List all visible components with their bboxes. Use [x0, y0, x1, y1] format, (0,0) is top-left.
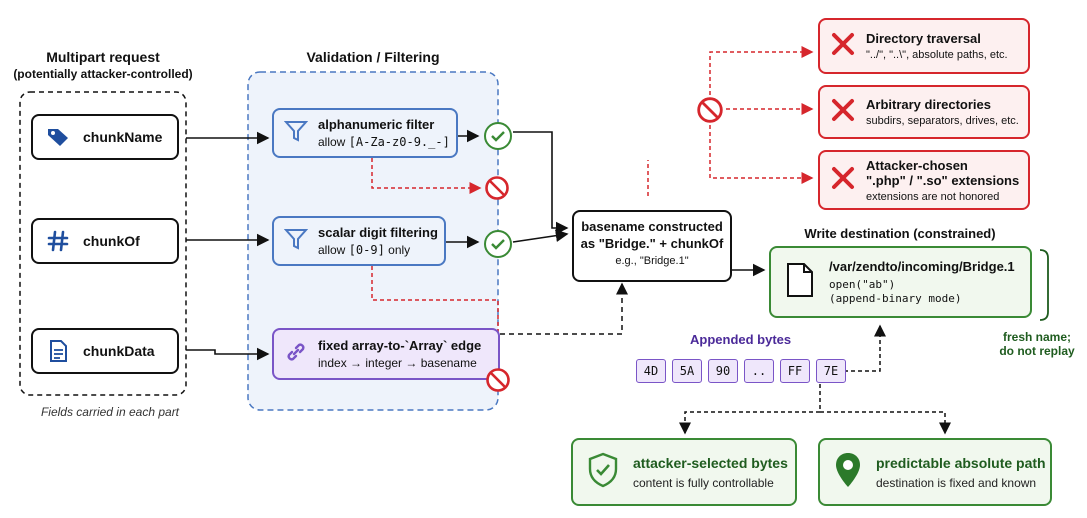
field-chunkdata: chunkData	[31, 328, 179, 374]
shield-check-icon	[587, 452, 619, 493]
map-pin-icon	[834, 451, 862, 494]
edge-title: fixed array-to-`Array` edge	[318, 338, 482, 353]
field-label: chunkName	[83, 129, 163, 145]
blocked-title: Arbitrary directories	[866, 97, 991, 112]
funnel-icon	[283, 227, 309, 256]
byte-cell: FF	[780, 359, 810, 383]
check-icon	[484, 230, 512, 258]
blocked-desc: subdirs, separators, drives, etc.	[866, 115, 1019, 127]
filter-desc-code: [0-9]	[348, 243, 385, 257]
filter-title: scalar digit filtering	[318, 225, 438, 240]
byte-cell: 5A	[672, 359, 702, 383]
filter-desc-code: [A-Za-z0-9._-]	[348, 135, 450, 149]
blocked-title-line1: Attacker-chosen	[866, 157, 968, 173]
check-icon	[484, 122, 512, 150]
bytes-label: Appended bytes	[690, 332, 792, 347]
field-chunkof: chunkOf	[31, 218, 179, 264]
digit-filter: scalar digit filtering allow [0-9] only	[272, 216, 446, 266]
destination-title: Write destination (constrained)	[804, 226, 996, 241]
array-edge-box: fixed array-to-`Array` edge index → inte…	[272, 328, 500, 380]
filter-title: alphanumeric filter	[318, 117, 435, 132]
destination-open: open("ab")	[829, 278, 896, 291]
basename-line2: as "Bridge." + chunkOf	[580, 236, 724, 251]
destination-mode: (append-binary mode)	[829, 292, 962, 305]
blocked-directory-traversal: Directory traversal "../", "..\", absolu…	[818, 18, 1030, 74]
blocked-icon	[697, 97, 723, 123]
request-subtitle: (potentially attacker-controlled)	[13, 67, 193, 81]
destination-path: /var/zendto/incoming/Bridge.1	[829, 259, 1015, 274]
blocked-arbitrary-directories: Arbitrary directories subdirs, separator…	[818, 85, 1030, 139]
hash-icon	[45, 228, 71, 254]
blocked-desc: "../", "..\", absolute paths, etc.	[866, 49, 1008, 61]
blocked-icon	[486, 368, 510, 392]
byte-cell: ..	[744, 359, 774, 383]
bytes-row: 4D 5A 90 .. FF 7E	[636, 359, 846, 383]
outcome-title: predictable absolute path	[876, 454, 1046, 471]
document-icon	[45, 338, 71, 364]
request-caption: Fields carried in each part	[40, 405, 180, 419]
destination-note: fresh name; do not replay	[990, 330, 1084, 358]
outcome-title: attacker-selected bytes	[633, 454, 788, 471]
blocked-extensions: Attacker-chosen ".php" / ".so" extension…	[818, 150, 1030, 210]
filter-desc-prefix: allow	[318, 243, 349, 257]
basename-example: e.g., "Bridge.1"	[615, 255, 689, 267]
note-line2: do not replay	[999, 344, 1075, 358]
blocked-title-line2: ".php" / ".so" extensions	[866, 172, 1020, 188]
funnel-icon	[283, 119, 309, 148]
request-title: Multipart request	[46, 49, 160, 65]
outcome-desc: destination is fixed and known	[876, 475, 1037, 490]
outcome-attacker-bytes: attacker-selected bytes content is fully…	[571, 438, 797, 506]
edge-desc: index → integer → basename	[318, 356, 477, 370]
outcome-desc: content is fully controllable	[633, 475, 774, 490]
field-chunkname: chunkName	[31, 114, 179, 160]
blocked-icon	[485, 176, 509, 200]
field-label: chunkData	[83, 343, 155, 359]
link-icon	[284, 340, 308, 369]
byte-cell: 7E	[816, 359, 846, 383]
alphanumeric-filter: alphanumeric filter allow [A-Za-z0-9._-]	[272, 108, 458, 158]
byte-cell: 90	[708, 359, 738, 383]
tag-icon	[45, 124, 71, 150]
note-line1: fresh name;	[1002, 330, 1072, 344]
outcome-predictable-path: predictable absolute path destination is…	[818, 438, 1052, 506]
filter-desc-suffix: only	[384, 243, 411, 257]
cross-icon	[830, 97, 856, 128]
byte-cell: 4D	[636, 359, 666, 383]
request-container	[19, 91, 187, 396]
validation-title: Validation / Filtering	[306, 49, 440, 65]
blocked-title: Directory traversal	[866, 31, 981, 46]
blocked-desc: extensions are not honored	[866, 190, 1000, 203]
destination-box: /var/zendto/incoming/Bridge.1 open("ab")…	[769, 246, 1032, 318]
file-icon	[785, 262, 815, 303]
field-label: chunkOf	[83, 233, 140, 249]
basename-line1: basename constructed	[581, 219, 723, 234]
cross-icon	[830, 31, 856, 62]
basename-box: basename constructed as "Bridge." + chun…	[572, 210, 732, 282]
filter-desc-prefix: allow	[318, 135, 349, 149]
cross-icon	[830, 165, 856, 196]
